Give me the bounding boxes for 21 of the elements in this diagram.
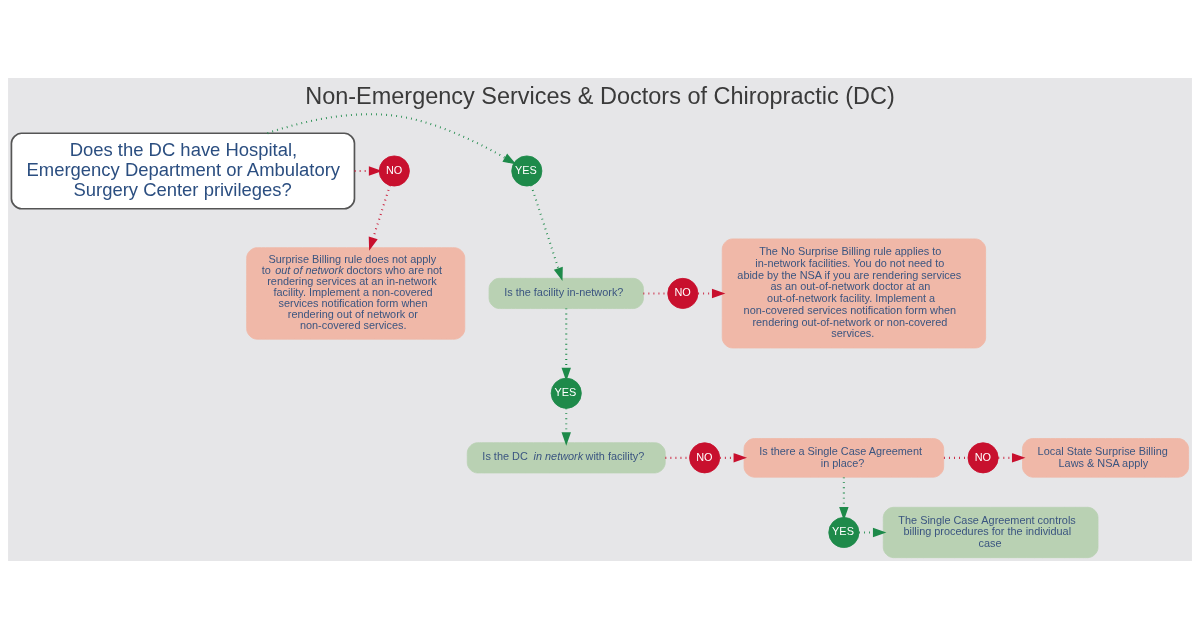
node-box: Surprise Billing rule does not apply to out of network doctors who are not rendering services at an in-network facility. Implement a non-covered services notification form when rendering out of network or non-covered services. xyxy=(246,246,466,340)
node-circle: NO xyxy=(378,154,410,186)
node-box: Is the facility in-network? xyxy=(488,277,644,309)
arrow xyxy=(839,476,849,520)
arrow xyxy=(561,407,571,446)
node-circle: NO xyxy=(689,441,721,473)
arrow xyxy=(859,527,887,537)
node-circle: NO xyxy=(667,277,699,309)
node-box: Local State Surprise Billing Laws & NSA apply xyxy=(1022,437,1189,478)
node-box: Does the DC have Hospital, Emergency Department or Ambulatory Surgery Center privileges? xyxy=(10,131,356,210)
arrow xyxy=(368,184,391,251)
arrow xyxy=(530,184,563,281)
node-circle: NO xyxy=(967,441,999,473)
node-box: Is there a Single Case Agreement in place? xyxy=(743,437,945,478)
node-box: The Single Case Agreement controls billing procedures for the individual case xyxy=(882,506,1099,558)
arrow xyxy=(267,112,517,164)
node-circle: YES xyxy=(511,154,543,186)
diagram-title: Non-Emergency Services & Doctors of Chiropractic (DC) xyxy=(305,82,895,108)
node-box: The No Surprise Billing rule applies to in-network facilities. You do not need to abide by the NSA if you are rendering services as an out-of-network doctor at an out-of-network facility. Implement a non-covered services notification form when rendering out-of-network or non-covered services. xyxy=(721,238,987,348)
node-circle: YES xyxy=(828,516,860,548)
node-circle: YES xyxy=(550,377,582,409)
